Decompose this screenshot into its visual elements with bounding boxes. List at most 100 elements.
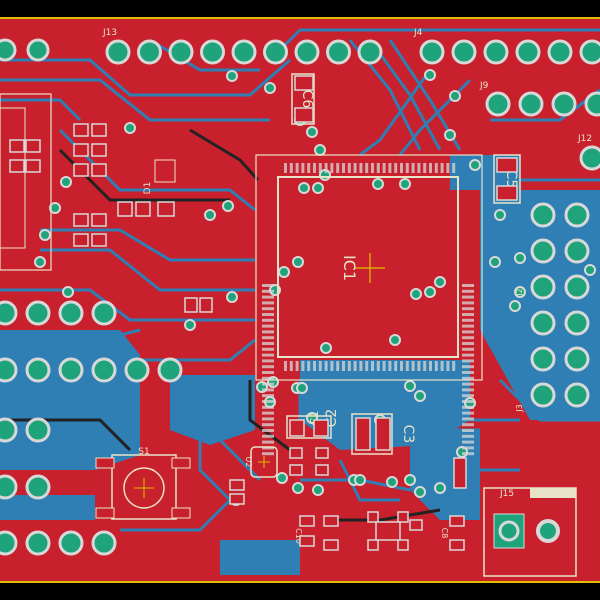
ic1-pin [262, 371, 274, 374]
ic1-pin [411, 361, 415, 371]
ic1-pin [462, 400, 474, 403]
j2-pin [530, 382, 556, 408]
left-row-pin [25, 357, 51, 383]
via [226, 291, 238, 303]
ic1-pin [307, 361, 311, 371]
trace-32 [439, 438, 520, 472]
ic1-pin [262, 295, 274, 299]
ic1-pin [400, 163, 403, 173]
ic1-pin [462, 429, 474, 432]
via [424, 69, 436, 81]
via [386, 476, 398, 488]
j13-pin [231, 39, 257, 65]
j13-pin [168, 39, 194, 65]
via [276, 472, 288, 484]
ic1-pin [462, 376, 474, 380]
ic1-pin [462, 284, 474, 287]
smd-pad [313, 419, 329, 437]
via [372, 178, 384, 190]
ic1-pin [405, 361, 409, 371]
ic1-pin [262, 365, 274, 369]
j4-pin [451, 39, 477, 65]
j2-label: J2 [515, 288, 524, 296]
smd-pad [315, 464, 329, 476]
smd-pad [367, 511, 379, 523]
trace-8 [368, 39, 442, 151]
u2-outline [250, 446, 278, 478]
ic1-pin [462, 347, 474, 351]
ic1-pin [440, 361, 444, 371]
j2-pin [530, 346, 556, 372]
via [306, 126, 318, 138]
ic1-pin [262, 318, 274, 322]
j13-pin [357, 39, 383, 65]
smd-pad [367, 539, 379, 551]
bottom-row-pin [91, 530, 117, 556]
left-row-pin [25, 300, 51, 326]
ic1-pin [462, 307, 474, 311]
trace-27 [330, 508, 441, 522]
c3-outline [351, 413, 393, 455]
ic1-pin [284, 163, 287, 173]
ic1-pin [318, 361, 322, 371]
smd-pad [229, 479, 245, 491]
ic1-pin [382, 163, 386, 173]
ic1-pin [417, 361, 421, 371]
u2-label: U2 [244, 457, 253, 468]
via [404, 380, 416, 392]
ic1-pin [262, 417, 274, 421]
j9-pin [518, 91, 544, 117]
ic1-pin [313, 163, 316, 173]
ic1-pin [376, 361, 380, 371]
smd-pad [73, 213, 89, 227]
j13-pin [137, 39, 162, 65]
ic1-pin [318, 163, 322, 173]
left-top-pin [26, 38, 50, 62]
smd-pad [73, 143, 89, 157]
ic1-pin [462, 295, 474, 299]
via [414, 486, 426, 498]
ic1-pin [262, 307, 274, 311]
via [264, 82, 276, 94]
via [404, 474, 416, 486]
c1-outline [286, 415, 332, 439]
ic1-pin [359, 361, 363, 371]
ic1-pin [336, 361, 340, 371]
via [184, 319, 196, 331]
via [39, 229, 51, 241]
smd-pad [135, 201, 151, 217]
smd-pad [157, 201, 175, 217]
via [469, 159, 481, 171]
smd-pad [294, 107, 314, 123]
left-pin [25, 474, 51, 500]
bottom-row-pin [25, 530, 51, 556]
ic1-pin [262, 342, 274, 345]
left-row-pin [91, 300, 117, 326]
via [414, 390, 426, 402]
ic1-pin [301, 163, 305, 173]
j2-pin [564, 202, 590, 228]
left-row-pin [124, 357, 150, 383]
ic1-pin [262, 313, 274, 316]
smd-pad [25, 139, 41, 153]
via [399, 178, 411, 190]
smd-pads [9, 75, 518, 551]
ic1-pin [262, 301, 274, 305]
left-module-outline [0, 93, 52, 271]
smd-pad [73, 123, 89, 137]
smd-pad [73, 233, 89, 247]
smd-pad [453, 457, 467, 489]
smd-pad [409, 519, 423, 531]
j2-pin [530, 310, 556, 336]
via [320, 342, 332, 354]
ic1-pin [353, 361, 357, 371]
trace-35 [248, 380, 291, 452]
via [434, 276, 446, 288]
j12-label: J12 [577, 134, 592, 144]
left-pin [25, 417, 51, 443]
smd-pad [323, 515, 339, 527]
smd-pad [9, 139, 25, 153]
smd-pad [323, 539, 339, 551]
ic1-pin [434, 163, 438, 173]
